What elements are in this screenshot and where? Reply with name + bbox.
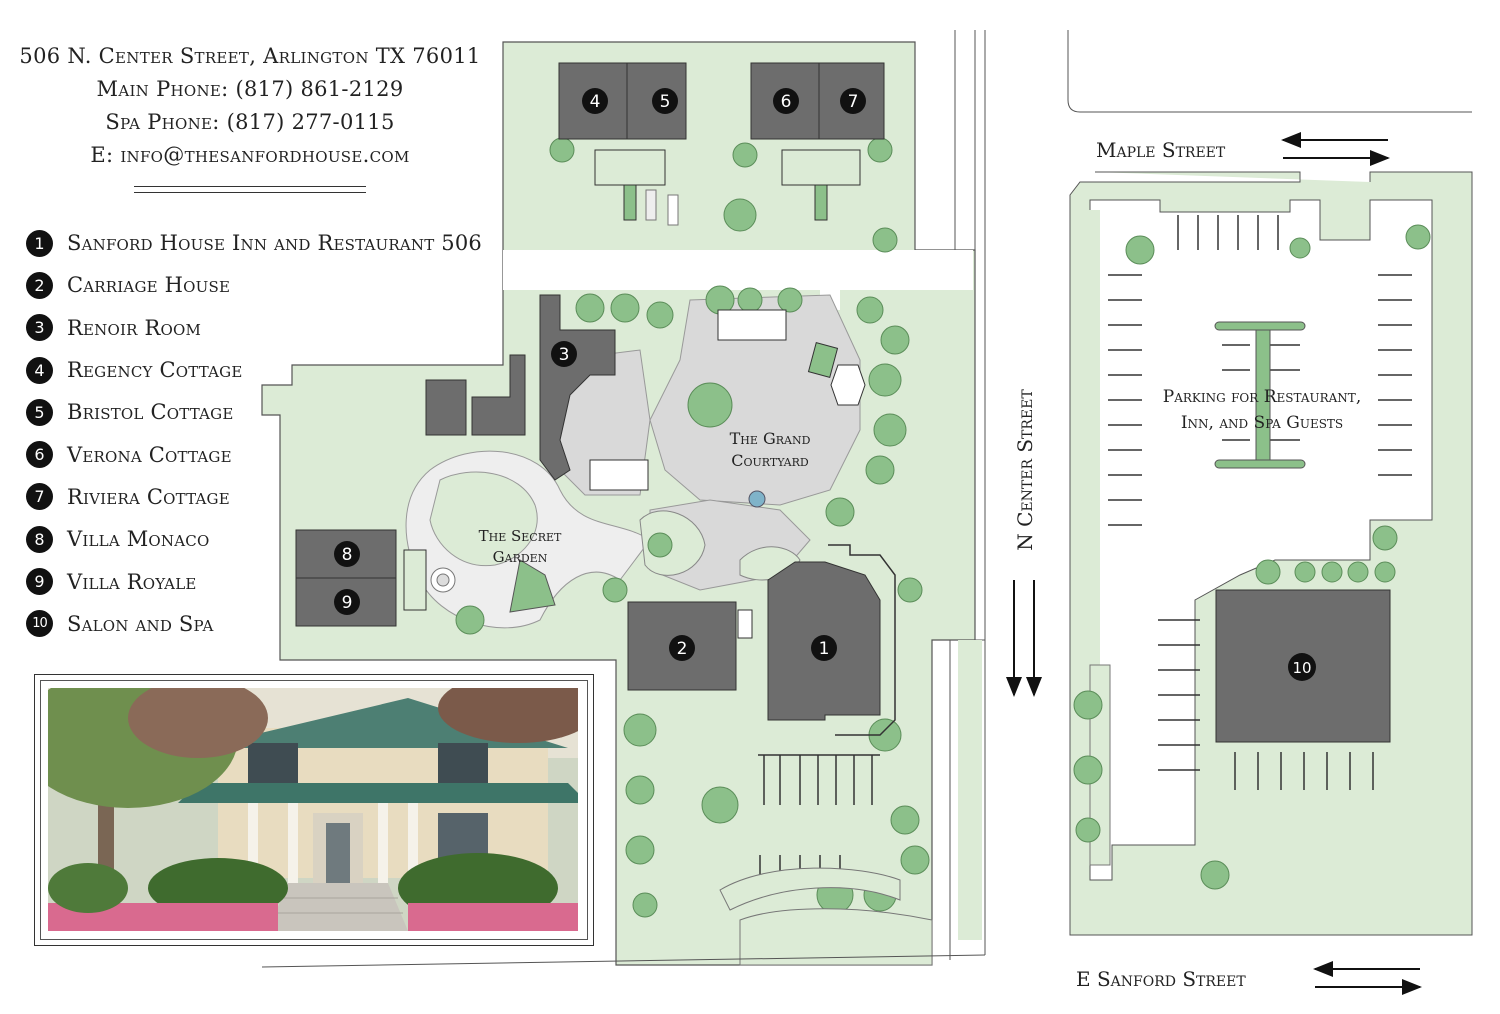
legend-label: Verona Cottage [67,442,232,467]
marker-number: 9 [342,593,353,613]
parking-label-2: Inn, and Spa Guests [1181,413,1343,433]
grand-courtyard-label: The Grand [730,429,811,448]
legend-item: 4 Regency Cottage [26,349,482,391]
spa-parking-block [1067,30,1473,936]
lower-lawn [739,908,933,966]
e-sanford-street-label: E Sanford Street [1076,967,1246,991]
address-text: 506 N. Center Street, Arlington TX 76011 [19,44,481,68]
legend-item: 6 Verona Cottage [26,433,482,475]
contact-header: 506 N. Center Street, Arlington TX 76011… [0,40,500,193]
number-badge: 5 [26,398,53,426]
inn-photo-illustration [48,688,578,931]
secret-garden-label-2: Garden [493,548,548,566]
marker-verona-cottage[interactable]: 6 [773,88,799,114]
marker-renoir-room[interactable]: 3 [551,341,577,367]
marker-sanford-house-inn[interactable]: 1 [811,635,837,661]
number-badge: 2 [26,271,53,299]
marker-number: 3 [559,345,570,365]
legend-label: Salon and Spa [67,611,214,636]
legend-item: 7 Riviera Cottage [26,476,482,518]
email-text[interactable]: E: info@thesanfordhouse.com [90,143,410,167]
main-phone-text[interactable]: Main Phone: (817) 861-2129 [96,77,404,101]
n-center-street [261,30,986,968]
marker-number: 5 [660,92,671,112]
parking-label: Parking for Restaurant, [1163,387,1361,407]
legend-item: 3 Renoir Room [26,307,482,349]
legend-item: 8 Villa Monaco [26,518,482,560]
marker-number: 6 [781,92,792,112]
map-text-labels: Maple Street N Center Street E Sanford S… [479,138,1362,991]
number-badge: 10 [26,610,53,638]
legend-label: Renoir Room [67,315,202,340]
grand-courtyard-label-2: Courtyard [731,451,809,470]
legend-label: Regency Cottage [67,358,243,383]
legend-item: 10 Salon and Spa [26,603,482,645]
legend-item: 2 Carriage House [26,264,482,306]
spa-phone-text[interactable]: Spa Phone: (817) 277-0115 [105,110,395,134]
legend-item: 1 Sanford House Inn and Restaurant 506 [26,222,482,264]
legend-label: Villa Royale [67,569,197,594]
marker-regency-cottage[interactable]: 4 [582,88,608,114]
marker-number: 4 [590,92,601,112]
lower-parking-lot [758,754,880,875]
legend-label: Bristol Cottage [67,400,234,425]
marker-number: 7 [848,92,859,112]
number-badge: 8 [26,525,53,553]
header-divider [134,186,366,193]
marker-villa-royale[interactable]: 9 [334,589,360,615]
marker-villa-monaco[interactable]: 8 [334,541,360,567]
number-badge: 7 [26,483,53,511]
marker-number: 2 [677,639,688,659]
photo-frame-inner-border [40,680,588,940]
marker-bristol-cottage[interactable]: 5 [652,88,678,114]
inn-photo [48,688,578,931]
number-badge: 3 [26,314,53,342]
number-badge: 9 [26,568,53,596]
secret-garden-label: The Secret [479,527,562,545]
maple-street-label: Maple Street [1096,138,1226,162]
lower-drive-island [719,867,901,911]
marker-number: 8 [342,545,353,565]
legend-label: Villa Monaco [67,527,210,552]
marker-riviera-cottage[interactable]: 7 [840,88,866,114]
legend-label: Sanford House Inn and Restaurant 506 [67,231,482,256]
marker-salon-and-spa[interactable]: 10 [1288,653,1316,681]
number-badge: 6 [26,441,53,469]
legend-item: 5 Bristol Cottage [26,391,482,433]
number-badge: 4 [26,356,53,384]
building-number-markers: 4 5 6 7 3 8 9 2 1 10 [334,88,1316,681]
marker-number: 1 [819,639,830,659]
n-center-street-label: N Center Street [1013,389,1037,551]
marker-number: 10 [1292,659,1311,677]
legend-item: 9 Villa Royale [26,560,482,602]
legend-label: Riviera Cottage [67,484,230,509]
trees-main-property [455,137,930,918]
number-badge: 1 [26,229,53,257]
inn-photo-frame [34,674,594,946]
traffic-direction-arrows [1006,132,1422,995]
legend-label: Carriage House [67,273,231,298]
marker-carriage-house[interactable]: 2 [669,635,695,661]
